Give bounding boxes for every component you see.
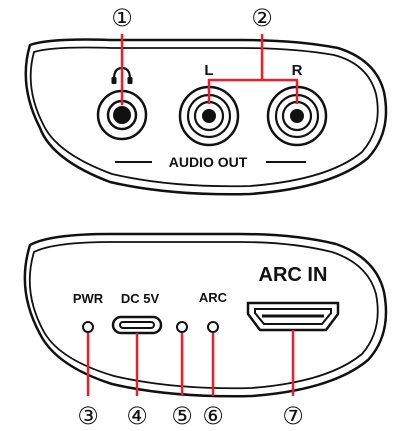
arc-led <box>207 321 219 333</box>
dc-5v-label: DC 5V <box>121 291 160 306</box>
top-panel-inner <box>29 46 379 188</box>
callout-7: ⑦ <box>282 402 304 430</box>
bottom-panel: PWR DC 5V ARC ARC IN ③ ④ ⑤ ⑥ ⑦ <box>23 232 388 430</box>
rca-right-jack <box>266 85 328 147</box>
top-panel-outer <box>24 38 388 196</box>
callout-3: ③ <box>77 402 99 430</box>
hdmi-port-inner <box>254 308 332 325</box>
status-led <box>176 321 188 333</box>
hdmi-port-outer <box>246 301 340 332</box>
pwr-led <box>82 321 94 333</box>
callout-2: ② <box>251 4 273 32</box>
top-panel: L R AUDIO OUT ① ② <box>24 4 388 196</box>
dc-5v-port-inner <box>119 321 155 329</box>
bottom-panel-outer <box>23 232 388 398</box>
right-channel-label: R <box>292 62 303 79</box>
callout-5: ⑤ <box>171 402 193 430</box>
bottom-panel-inner <box>28 241 379 390</box>
pwr-label: PWR <box>73 291 104 306</box>
callout-4: ④ <box>126 402 148 430</box>
callout-6: ⑥ <box>202 402 224 430</box>
arc-in-label: ARC IN <box>259 264 328 286</box>
arc-label: ARC <box>199 290 228 305</box>
audio-out-label: AUDIO OUT <box>169 154 248 170</box>
left-channel-label: L <box>204 62 213 79</box>
callout-1: ① <box>111 4 133 32</box>
